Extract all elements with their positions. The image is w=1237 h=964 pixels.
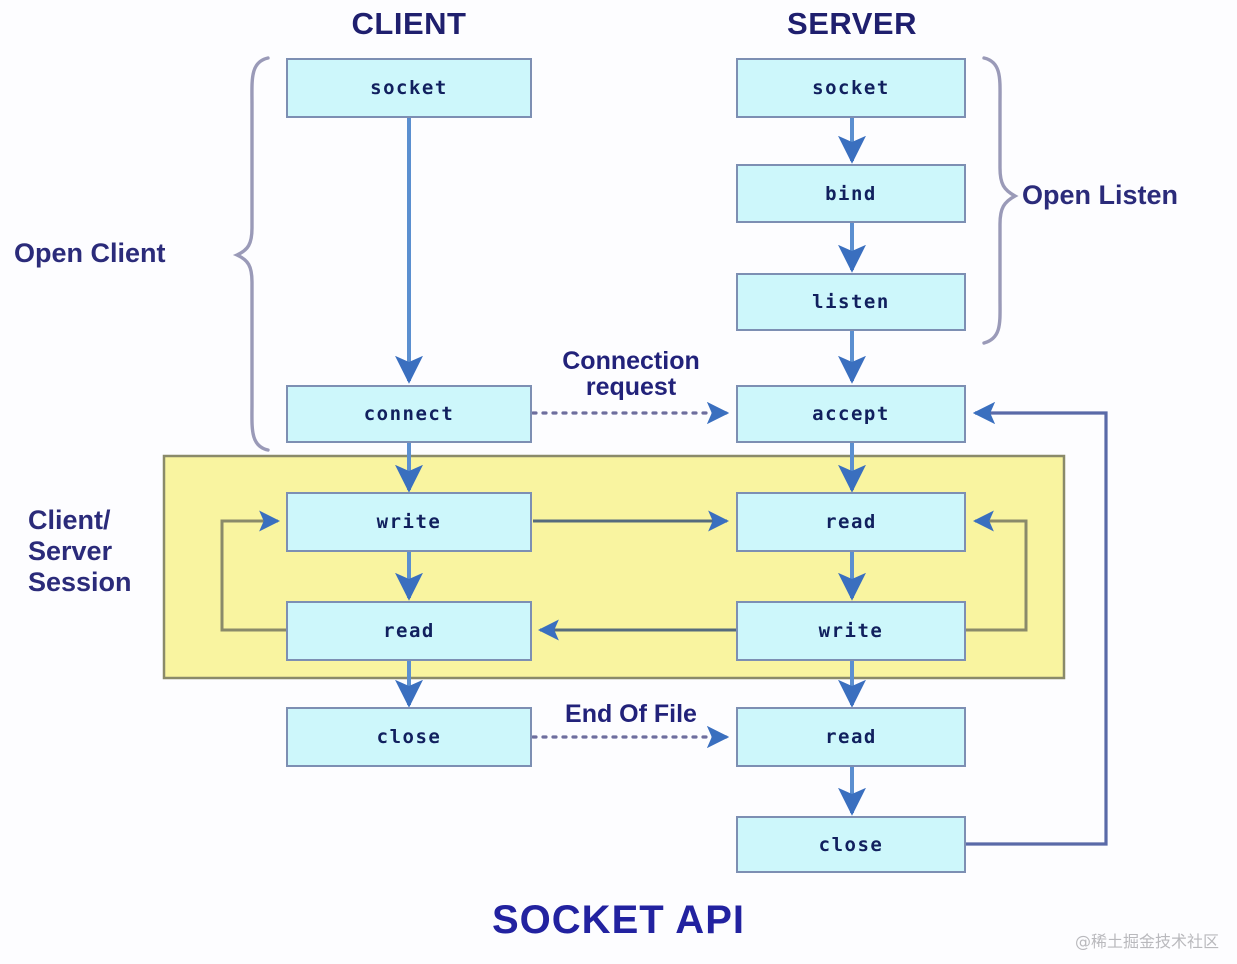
label-connection-request-line-1: Connection xyxy=(562,347,700,375)
node-client-read[interactable]: read xyxy=(286,601,532,661)
brace-open-listen xyxy=(982,56,1019,345)
label-connection-request-line-2: request xyxy=(585,373,677,402)
label-session-line-1: Client/ xyxy=(28,505,111,535)
node-server-read[interactable]: read xyxy=(736,492,966,552)
node-client-socket[interactable]: socket xyxy=(286,58,532,118)
label-session-line-3: Session xyxy=(28,567,132,598)
watermark: @稀土掘金技术社区 xyxy=(1074,932,1219,951)
label-end-of-file: End Of File xyxy=(565,700,697,728)
column-title-client: CLIENT xyxy=(351,6,467,41)
loop-client-read-to-write xyxy=(220,510,286,632)
brace-open-client xyxy=(232,56,270,452)
node-server-socket[interactable]: socket xyxy=(736,58,966,118)
label-open-client: Open Client xyxy=(14,238,166,268)
node-server-listen[interactable]: listen xyxy=(736,273,966,331)
node-client-close[interactable]: close xyxy=(286,707,532,767)
node-client-connect[interactable]: connect xyxy=(286,385,532,443)
label-session-line-2: Server xyxy=(28,536,113,567)
label-open-listen: Open Listen xyxy=(1022,180,1179,210)
node-server-close[interactable]: close xyxy=(736,816,966,873)
node-server-read2[interactable]: read xyxy=(736,707,966,767)
label-client-server-session: Client/ Server Session xyxy=(28,505,158,598)
node-server-write[interactable]: write xyxy=(736,601,966,661)
node-server-bind[interactable]: bind xyxy=(736,164,966,223)
label-connection-request: Connection request xyxy=(531,348,731,401)
loop-server-write-to-read xyxy=(966,510,1028,632)
node-server-accept[interactable]: accept xyxy=(736,385,966,443)
node-client-write[interactable]: write xyxy=(286,492,532,552)
column-title-server: SERVER xyxy=(787,6,917,41)
diagram-title: SOCKET API xyxy=(492,898,745,942)
return-server-close-to-accept xyxy=(966,401,1108,846)
